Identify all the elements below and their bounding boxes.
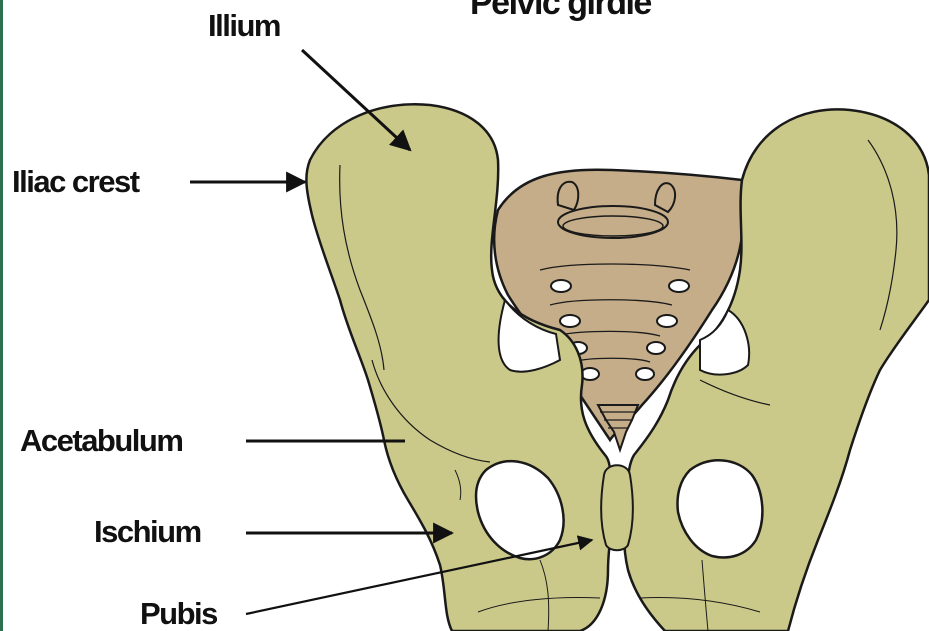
label-acetabulum: Acetabulum [20, 425, 182, 456]
diagram-title: Pelvic girdle [470, 0, 651, 20]
label-iliac-crest: Iliac crest [12, 166, 139, 197]
pubic-symphysis [601, 465, 633, 550]
label-ischium: Ischium [94, 516, 201, 547]
label-pubis: Pubis [140, 598, 217, 629]
sacral-process-left [558, 182, 579, 210]
label-illium: Illium [208, 10, 280, 41]
